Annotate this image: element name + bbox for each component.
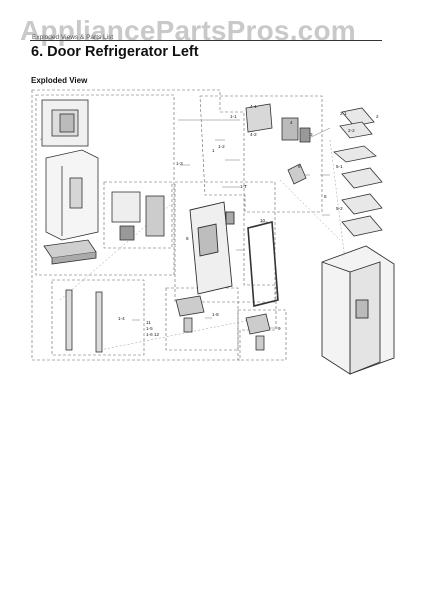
assembly-guide-line: [329, 139, 351, 301]
control-panel-part: [111, 191, 141, 223]
control-switch-part: [119, 225, 135, 241]
door-gasket: [247, 220, 279, 308]
lower-hinge-boundary: [237, 309, 287, 361]
cabinet-front-edge: [321, 261, 351, 374]
lower-hinge-pin: [255, 335, 265, 351]
door-bin-part: [333, 145, 377, 163]
header-rule: [30, 40, 382, 41]
door-bin-part: [341, 215, 383, 237]
callout-label: 4: [290, 120, 293, 125]
door-bin-part: [341, 193, 383, 215]
section-heading: Exploded View: [31, 76, 88, 85]
handle-group-boundary: [165, 287, 239, 351]
hinge-cover-part: [281, 117, 299, 141]
hinge-bracket-part: [299, 127, 311, 143]
callout-label: 5: [324, 194, 327, 199]
callout-label: 4-2: [250, 132, 257, 137]
door-group-boundary: [174, 181, 276, 303]
dispenser-subgroup-boundary: [103, 181, 173, 249]
callout-label: 1-3: [176, 161, 183, 166]
cabinet-dispenser: [355, 299, 369, 319]
hinge-bottom-boundary: [51, 279, 145, 356]
lower-hinge-part: [245, 313, 271, 335]
callout-label: 1-7: [240, 184, 247, 189]
breadcrumb: Exploded Views & Parts List: [32, 34, 114, 41]
callout-label: 1-1: [230, 114, 237, 119]
callout-label: 1-4: [118, 316, 125, 321]
callout-label: 4-1: [250, 104, 257, 109]
callout-label: 1-8: [212, 312, 219, 317]
door-handle-bracket: [225, 211, 235, 225]
callout-label: 5-1: [336, 164, 343, 169]
callout-label: 2-2: [348, 128, 355, 133]
assembly-guide-line: [99, 319, 251, 351]
door-trim-part: [95, 291, 103, 353]
callout-label: 12: [154, 332, 160, 337]
outer-dashed-boundary: [31, 89, 277, 361]
callout-label: 1-2: [218, 144, 225, 149]
callout-label: 1-5: [146, 326, 153, 331]
door-bin-part: [341, 167, 383, 189]
callout-label: 2-1: [340, 111, 347, 116]
handle-part: [175, 295, 205, 317]
callout-label: 1: [212, 148, 215, 153]
callout-label: 11: [146, 320, 151, 325]
hinge-cap-part: [287, 163, 307, 185]
handle-screw-part: [183, 317, 193, 333]
callout-label: 2: [376, 114, 379, 119]
page-title: 6. Door Refrigerator Left: [31, 44, 199, 60]
bin-part: [341, 107, 375, 127]
callout-label: 6: [298, 164, 301, 169]
callout-label: 3: [310, 132, 313, 137]
upper-hinge-part: [245, 103, 273, 133]
door-dispenser-recess: [197, 223, 219, 257]
callout-label: 8: [186, 236, 189, 241]
door-trim-part: [65, 289, 73, 351]
hinge-group-boundary: [199, 95, 323, 213]
callout-label: 10: [260, 218, 266, 223]
callout-label: 9: [278, 326, 281, 331]
dispenser-lever-part: [59, 113, 75, 133]
callout-label: 5-2: [336, 206, 343, 211]
assembly-guide-line: [279, 179, 341, 241]
control-board-part: [145, 195, 165, 237]
dispenser-chute-part: [69, 177, 83, 209]
callout-label: 1-6: [146, 332, 153, 337]
drip-tray-front: [51, 252, 97, 265]
bin-part: [339, 121, 373, 139]
dispenser-group-boundary: [35, 94, 175, 276]
callout-label: 7: [244, 184, 247, 189]
